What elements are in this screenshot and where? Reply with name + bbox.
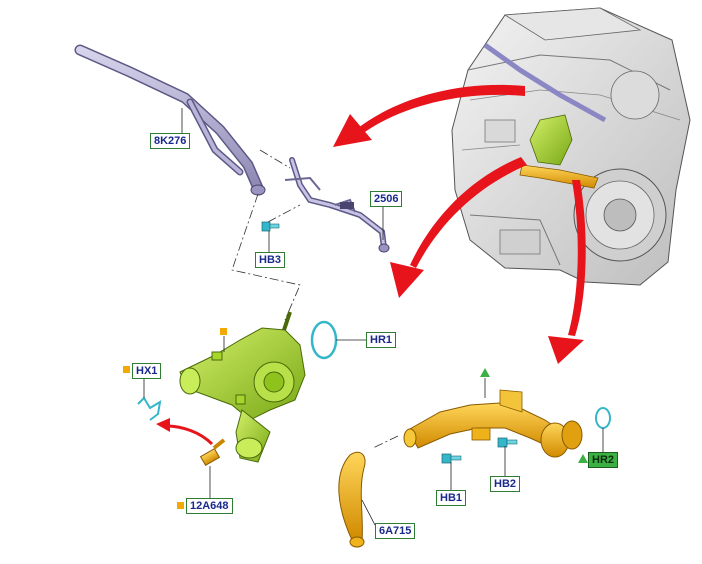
thermostat-housing — [179, 311, 306, 463]
callout-6a715: 6A715 — [375, 523, 416, 539]
arrow-to-vent-tube — [358, 84, 525, 134]
marker-triangle-hr2 — [578, 454, 588, 463]
callout-hr1: HR1 — [366, 332, 397, 348]
callout-2506: 2506 — [370, 191, 403, 207]
bolt-hb2 — [497, 437, 518, 448]
marker-bullet-12a648 — [177, 502, 184, 509]
seal-hr2 — [595, 407, 611, 429]
callout-8k276: 8K276 — [150, 133, 191, 149]
marker-triangle-hose — [480, 368, 490, 377]
callout-hx1: HX1 — [132, 363, 162, 379]
bolt-hb3 — [261, 221, 280, 232]
sensor-12a648 — [199, 438, 226, 467]
arrow-to-thermostat — [410, 157, 527, 268]
red-arrows — [333, 84, 586, 364]
arrow-to-hose-head — [548, 336, 584, 364]
callout-hb3: HB3 — [255, 252, 286, 268]
leader-lines — [181, 108, 506, 526]
arrow-to-hose — [568, 180, 586, 336]
install-arrow-head — [156, 418, 170, 432]
marker-bullet-thermostat — [220, 328, 227, 335]
seal-hr1 — [310, 320, 338, 360]
bolt-hb1 — [441, 453, 462, 464]
marker-bullet-hx1 — [123, 366, 130, 373]
callout-hb1: HB1 — [436, 490, 467, 506]
callout-hr2: HR2 — [588, 452, 619, 468]
install-arrow — [165, 424, 214, 446]
vent-tube — [74, 44, 390, 253]
clip-hx1 — [137, 396, 162, 421]
engine-block — [451, 7, 691, 286]
callout-12a648: 12A648 — [186, 498, 233, 514]
arrow-to-vent-tube-head — [333, 114, 372, 147]
arrow-to-thermostat-head — [390, 262, 424, 298]
callout-hb2: HB2 — [490, 476, 521, 492]
coolant-hose — [338, 389, 583, 548]
